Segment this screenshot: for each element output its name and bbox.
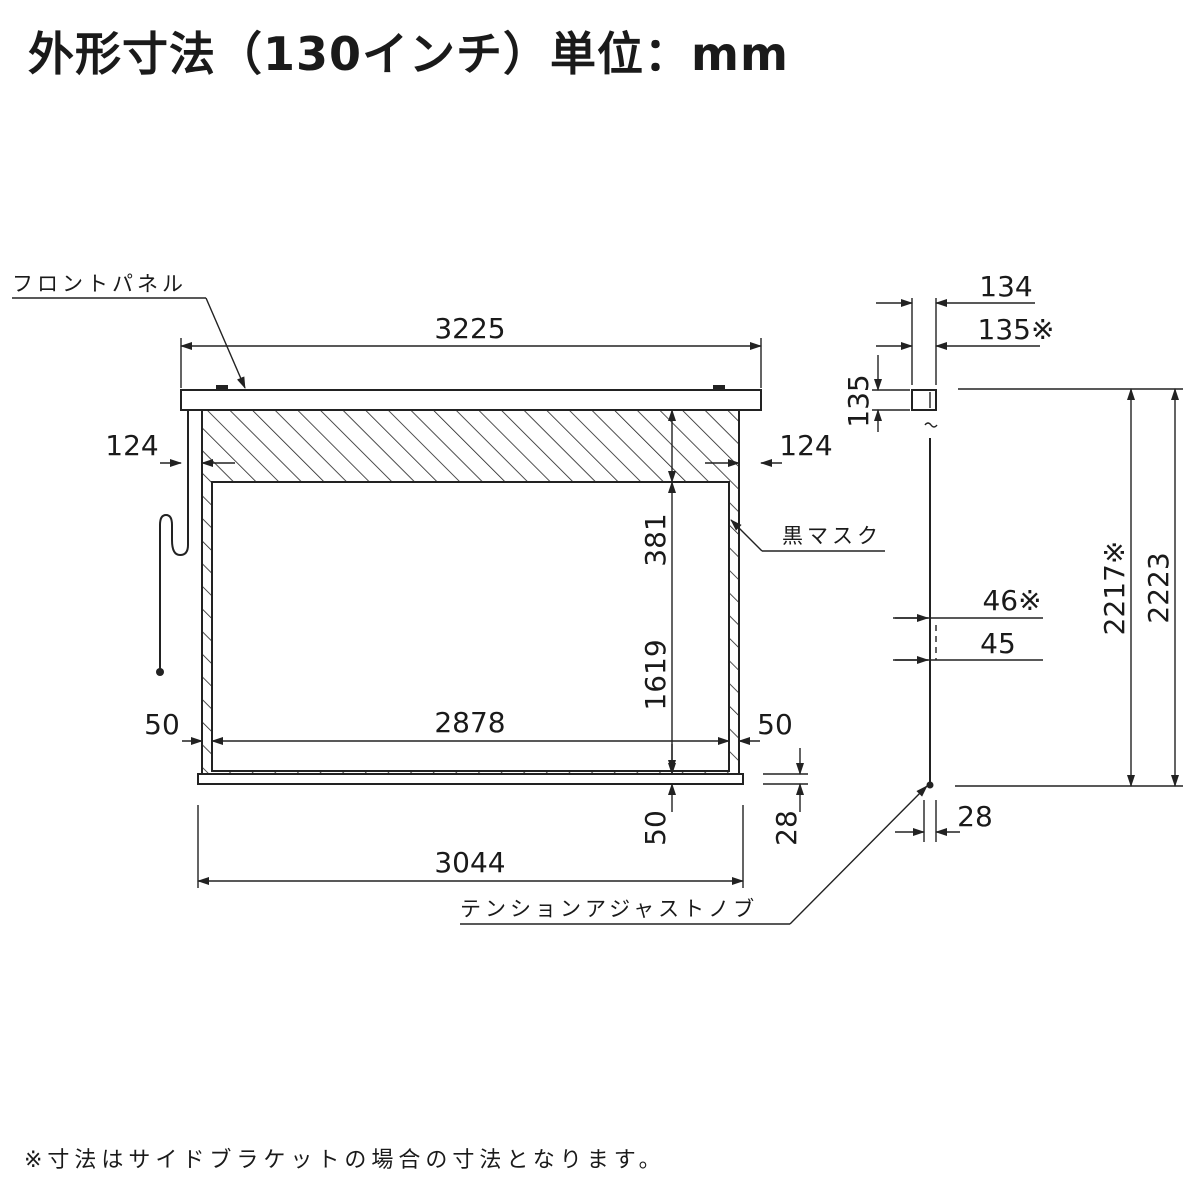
label-front-panel: フロントパネル [12, 272, 187, 296]
front-view [156, 385, 762, 785]
case-clip-left [216, 385, 228, 390]
front-dimensions: 3225 124 124 381 1619 50 2878 50 50 28 [105, 312, 833, 888]
tension-knob [926, 781, 934, 789]
dim-image-height: 1619 [639, 639, 672, 710]
dim-top-mask: 381 [639, 513, 672, 566]
page-title: 外形寸法（130インチ）単位：mm [28, 27, 789, 81]
dim-side-mask-right: 124 [779, 429, 832, 462]
dim-bar-depth-bracket: 46※ [982, 584, 1041, 617]
bottom-bar [197, 773, 744, 785]
dim-knob-depth: 28 [957, 800, 993, 833]
footnote: ※寸法はサイドブラケットの場合の寸法となります。 [24, 1148, 666, 1173]
dim-bar-depth: 45 [980, 627, 1016, 660]
pull-cord [159, 410, 189, 670]
dim-side-mask-left: 124 [105, 429, 158, 462]
dim-margin-right: 50 [757, 708, 793, 741]
dim-margin-left: 50 [144, 708, 180, 741]
dim-case-depth: 134 [979, 270, 1032, 303]
dim-case-depth-bracket: 135※ [978, 313, 1055, 346]
dim-overall-width: 3225 [434, 312, 505, 345]
dim-bottom-bar: 28 [770, 810, 803, 846]
side-case [911, 389, 937, 411]
dim-total-height: 2223 [1142, 552, 1175, 623]
viewing-area [211, 481, 730, 772]
side-view: 134 135※ 135 46※ 45 28 2217※ 2223 [842, 270, 1183, 842]
label-tension-knob: テンションアジャストノブ [460, 897, 758, 921]
dim-bottom-mask: 50 [639, 810, 672, 846]
case-clip-right [713, 385, 725, 390]
label-black-mask: 黒マスク [782, 524, 882, 548]
dim-screen-width: 3044 [434, 846, 505, 879]
dim-image-width: 2878 [434, 706, 505, 739]
callouts: フロントパネル 黒マスク テンションアジャストノブ [12, 272, 928, 925]
dim-case-height: 135 [842, 374, 875, 427]
pull-cord-knob [156, 668, 164, 676]
screen-case [180, 389, 762, 411]
dim-total-height-bracket: 2217※ [1098, 541, 1131, 636]
